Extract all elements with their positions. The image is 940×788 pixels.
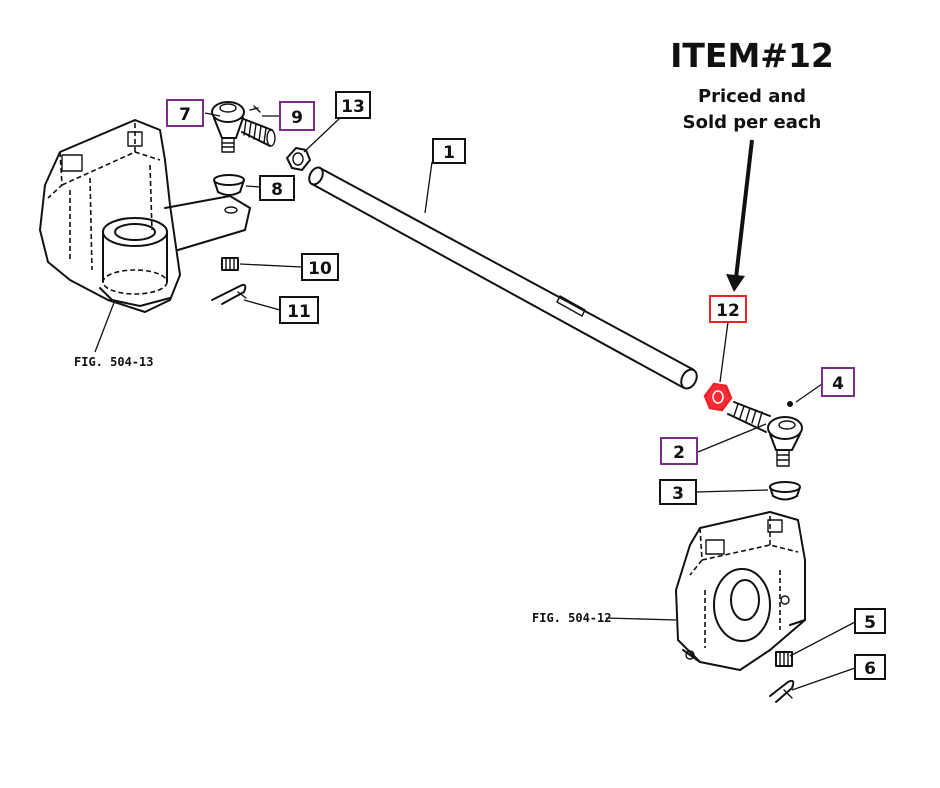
left-ball-joint — [211, 101, 276, 153]
tie-rod — [308, 166, 698, 390]
callout-7: 7 — [166, 99, 204, 127]
right-cotter-pin — [769, 679, 795, 703]
callout-5: 5 — [854, 608, 886, 634]
svg-text:12: 12 — [716, 301, 740, 321]
fig-label-left: FIG. 504-13 — [74, 355, 153, 369]
right-gear-housing — [675, 511, 806, 671]
note-subtitle: Priced and Sold per each — [652, 84, 852, 136]
callout-6: 6 — [854, 654, 886, 680]
callout-10: 10 — [301, 253, 339, 281]
right-ball-joint — [727, 401, 803, 467]
svg-text:6: 6 — [864, 659, 876, 679]
svg-text:8: 8 — [271, 180, 283, 200]
svg-text:4: 4 — [832, 374, 844, 394]
svg-text:2: 2 — [673, 443, 685, 463]
svg-text:3: 3 — [672, 484, 684, 504]
note-line-2: Sold per each — [682, 112, 822, 133]
callout-13: 13 — [335, 91, 371, 119]
note-arrow — [726, 139, 754, 292]
callout-8: 8 — [259, 175, 295, 201]
svg-text:10: 10 — [308, 259, 332, 279]
callout-12: 12 — [709, 295, 747, 323]
callout-9: 9 — [279, 101, 315, 131]
left-gear-housing — [39, 119, 251, 313]
svg-text:9: 9 — [291, 108, 303, 128]
svg-text:13: 13 — [341, 97, 365, 117]
callout-3: 3 — [659, 479, 697, 505]
note-title: ITEM#12 — [670, 36, 834, 75]
leader-lines — [94, 112, 856, 691]
svg-text:5: 5 — [864, 613, 876, 633]
svg-text:1: 1 — [443, 143, 455, 163]
svg-text:11: 11 — [287, 302, 311, 322]
right-dust-cover — [769, 481, 801, 501]
svg-text:7: 7 — [179, 105, 191, 125]
right-castle-nut — [775, 651, 793, 667]
fig-label-right: FIG. 504-12 — [532, 611, 611, 625]
callout-4: 4 — [821, 367, 855, 397]
left-cotter-pin — [211, 283, 247, 305]
left-dust-cover — [213, 174, 245, 196]
note-line-1: Priced and — [697, 86, 807, 107]
callout-11: 11 — [279, 296, 319, 324]
callout-2: 2 — [660, 437, 698, 465]
callout-1: 1 — [432, 138, 466, 164]
left-castle-nut — [221, 257, 239, 271]
highlighted-nut-item-12 — [703, 382, 733, 412]
left-hex-nut — [286, 147, 311, 171]
